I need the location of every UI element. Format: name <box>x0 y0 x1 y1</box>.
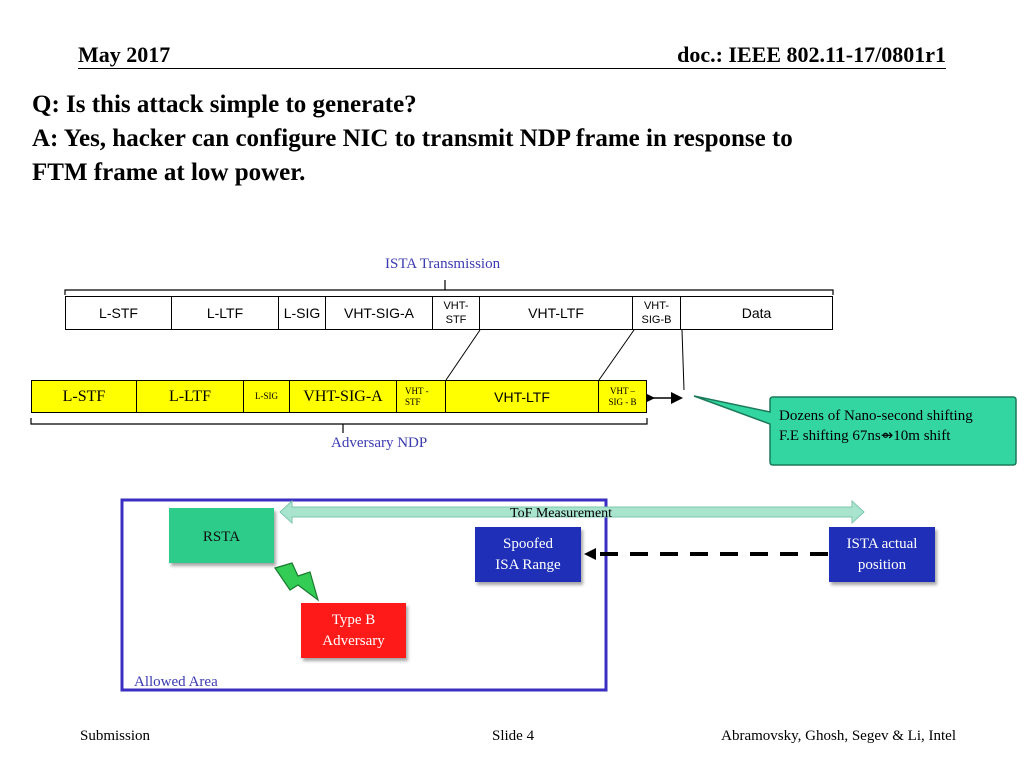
connector-vht-sig-b <box>598 329 635 381</box>
adv-field-l-stf: L-STF <box>31 380 137 413</box>
callout-shape <box>693 395 1017 466</box>
lightning-bolt <box>274 562 320 602</box>
header-doc-id: doc.: IEEE 802.11-17/0801r1 <box>677 42 946 67</box>
ista-field-vht-sig-b: VHT- SIG-B <box>633 296 681 330</box>
ista-field-l-sig: L-SIG <box>279 296 326 330</box>
callout-line-1: Dozens of Nano-second shifting <box>779 408 973 424</box>
spoofed-line-2: ISA Range <box>495 556 561 573</box>
adversary-line-1: Type B <box>331 611 376 628</box>
adversary-frame: L-STF L-LTF L-SIG VHT-SIG-A VHT - STF VH… <box>31 380 647 413</box>
ista-bracket <box>64 289 834 295</box>
adv-field-vht-stf: VHT - STF <box>397 380 446 413</box>
adv-field-vht-ltf: VHT-LTF <box>446 380 599 413</box>
adv-field-l-ltf: L-LTF <box>137 380 244 413</box>
spoofed-line-1: Spoofed <box>503 535 553 552</box>
ista-vht-stf-line1: VHT- <box>443 300 469 312</box>
ista-field-vht-sig-a: VHT-SIG-A <box>326 296 433 330</box>
adv-field-vht-sig-b: VHT – SIG - B <box>599 380 647 413</box>
adv-vht-stf-line2: STF <box>405 396 421 407</box>
answer-line-2: FTM frame at low power. <box>32 159 306 186</box>
footer-slide-number: Slide 4 <box>492 728 535 744</box>
ista-actual-line-1: ISTA actual <box>846 535 918 552</box>
ista-transmission-label: ISTA Transmission <box>385 256 501 272</box>
footer-authors: Abramovsky, Ghosh, Segev & Li, Intel <box>721 728 956 744</box>
connector-vht-stf <box>445 329 481 381</box>
adversary-bracket <box>30 418 648 425</box>
header-divider <box>78 68 946 69</box>
question-text: Q: Is this attack simple to generate? <box>32 91 417 118</box>
ista-actual-position-node: ISTA actual position <box>829 527 935 582</box>
dashed-arrow-head <box>584 548 596 560</box>
ista-frame: L-STF L-LTF L-SIG VHT-SIG-A VHT- STF VHT… <box>65 296 833 330</box>
rsta-label: RSTA <box>202 529 241 545</box>
ista-vht-sig-b-line1: VHT- <box>643 300 670 312</box>
ista-field-data: Data <box>681 296 833 330</box>
spoofed-isa-range-node: Spoofed ISA Range <box>475 527 581 582</box>
type-b-adversary-node: Type B Adversary <box>301 603 406 658</box>
callout-text: Dozens of Nano-second shifting F.E shift… <box>779 406 973 446</box>
adversary-line-2: Adversary <box>322 632 385 649</box>
adv-field-l-sig: L-SIG <box>244 380 290 413</box>
allowed-area-label: Allowed Area <box>134 674 218 690</box>
adv-vht-sig-b-line2: SIG - B <box>608 396 637 407</box>
header-date: May 2017 <box>78 42 171 67</box>
footer-submission: Submission <box>80 728 151 744</box>
adversary-ndp-label: Adversary NDP <box>331 435 428 451</box>
ista-field-l-ltf: L-LTF <box>172 296 279 330</box>
adv-vht-stf-line1: VHT - <box>405 385 429 396</box>
ista-actual-line-2: position <box>857 556 907 573</box>
connector-data <box>681 329 685 391</box>
ista-vht-stf-line2: STF <box>445 314 467 326</box>
tof-arrow <box>279 499 865 525</box>
ista-vht-sig-b-line2: SIG-B <box>641 314 672 326</box>
answer-line-1: A: Yes, hacker can configure NIC to tran… <box>32 125 793 152</box>
ista-field-vht-stf: VHT- STF <box>433 296 480 330</box>
allowed-area-border <box>120 498 608 692</box>
ista-field-vht-ltf: VHT-LTF <box>480 296 633 330</box>
ista-field-l-stf: L-STF <box>65 296 172 330</box>
rsta-node: RSTA <box>169 508 274 563</box>
adv-field-vht-sig-a: VHT-SIG-A <box>290 380 397 413</box>
adv-vht-sig-b-line1: VHT – <box>609 385 636 396</box>
callout-line-2: F.E shifting 67ns⇴10m shift <box>779 428 951 444</box>
tof-measurement-label: ToF Measurement <box>510 506 613 521</box>
